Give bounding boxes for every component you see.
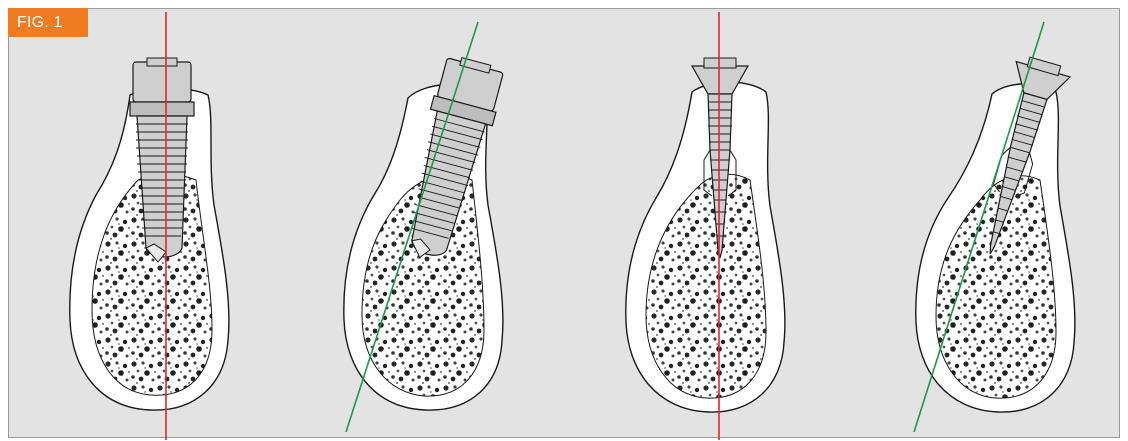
figure-label: FIG. 1 <box>8 8 88 37</box>
panel-3 <box>626 12 785 440</box>
panel-1 <box>70 12 229 440</box>
panel-2 <box>344 22 507 432</box>
panel-4 <box>914 22 1075 432</box>
